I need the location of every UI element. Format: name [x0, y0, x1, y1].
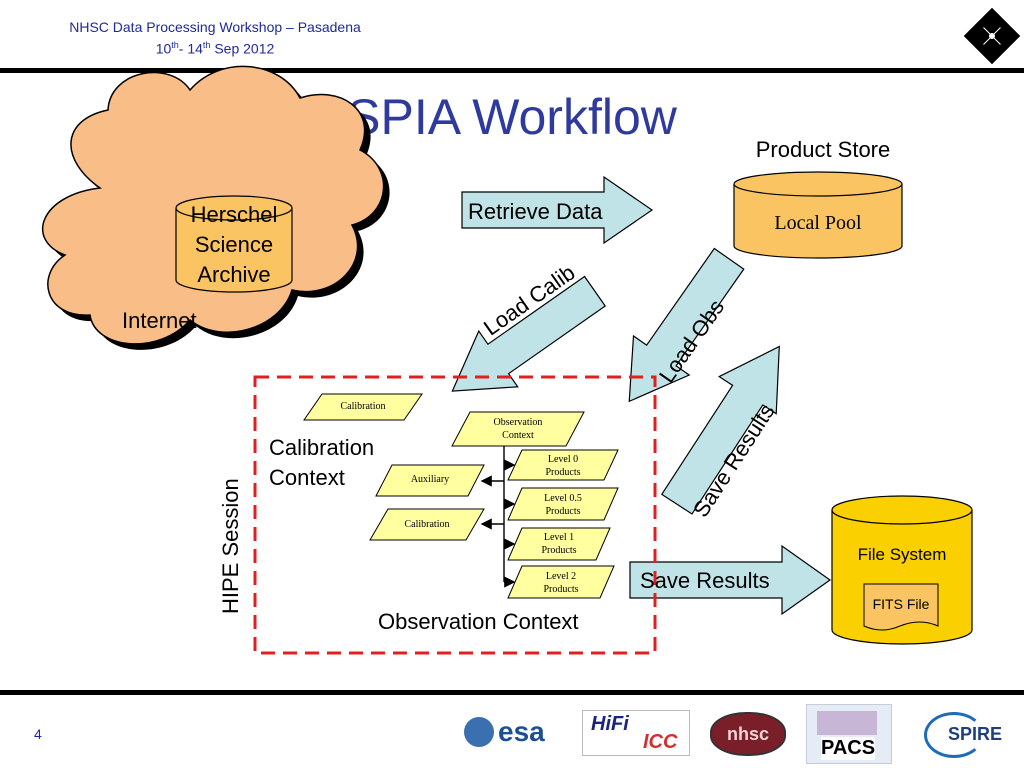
spire-logo: SPIRE	[918, 710, 1018, 758]
fits-file-label: FITS File	[872, 596, 930, 612]
footer-logos: esa HiFi ICC nhsc PACS SPIRE	[460, 700, 1024, 764]
level05-text: Level 0.5 Products	[544, 493, 582, 517]
header-line1: NHSC Data Processing Workshop – Pasadena	[69, 19, 361, 35]
pacs-logo: PACS	[806, 704, 892, 764]
science-archive-cylinder	[175, 195, 293, 293]
esa-mark-icon	[464, 717, 494, 747]
auxiliary-box	[375, 464, 485, 497]
file-system-title: File System	[857, 545, 947, 564]
header-rule	[0, 68, 1024, 73]
fits-file-document	[863, 583, 939, 631]
hipe-session-label: HIPE Session	[218, 478, 243, 614]
calibration-top-box	[303, 393, 423, 421]
retrieve-data-arrow	[461, 175, 654, 245]
footer-rule	[0, 690, 1024, 695]
level2-text: Level 2 Products	[543, 571, 579, 595]
calibration-text: Calibration	[404, 519, 450, 530]
observation-context-box	[451, 411, 585, 447]
auxiliary-text: Auxiliary	[410, 474, 450, 485]
page-number: 4	[34, 726, 42, 742]
retrieve-data-label: Retrieve Data	[468, 199, 603, 224]
header-line2: 10th- 14th Sep 2012	[155, 40, 275, 57]
local-pool-label: Local Pool	[774, 212, 862, 234]
calibration-box	[369, 508, 485, 541]
pacs-grid-icon	[817, 711, 877, 735]
level1-text: Level 1 Products	[541, 532, 577, 556]
spire-swirl-icon	[924, 712, 984, 758]
internet-label: Internet	[122, 308, 197, 333]
product-store-title: Product Store	[755, 137, 891, 162]
calibration-top-text: Calibration	[340, 401, 386, 412]
load-obs-arrow	[628, 247, 745, 403]
observation-context-label: Observation Context	[378, 609, 579, 634]
save-results-diagonal-arrow	[660, 345, 780, 515]
hifi-icc-logo: HiFi ICC	[582, 710, 690, 756]
calibration-context-label: Calibration Context	[269, 435, 375, 490]
context-connectors	[480, 446, 516, 588]
save-results-label: Save Results	[640, 568, 770, 593]
header: NHSC Data Processing Workshop – Pasadena…	[20, 18, 410, 58]
esa-logo: esa	[464, 714, 545, 750]
archive-label: Herschel Science Archive	[190, 202, 278, 287]
page-title: SPIA Workflow	[347, 89, 677, 145]
level0-text: Level 0 Products	[545, 454, 581, 478]
hipe-session-box	[253, 375, 657, 655]
observation-context-text: Observation Context	[493, 417, 543, 441]
load-calib-arrow	[451, 275, 607, 392]
nhsc-logo: nhsc	[710, 712, 786, 756]
local-pool-cylinder	[733, 171, 903, 259]
